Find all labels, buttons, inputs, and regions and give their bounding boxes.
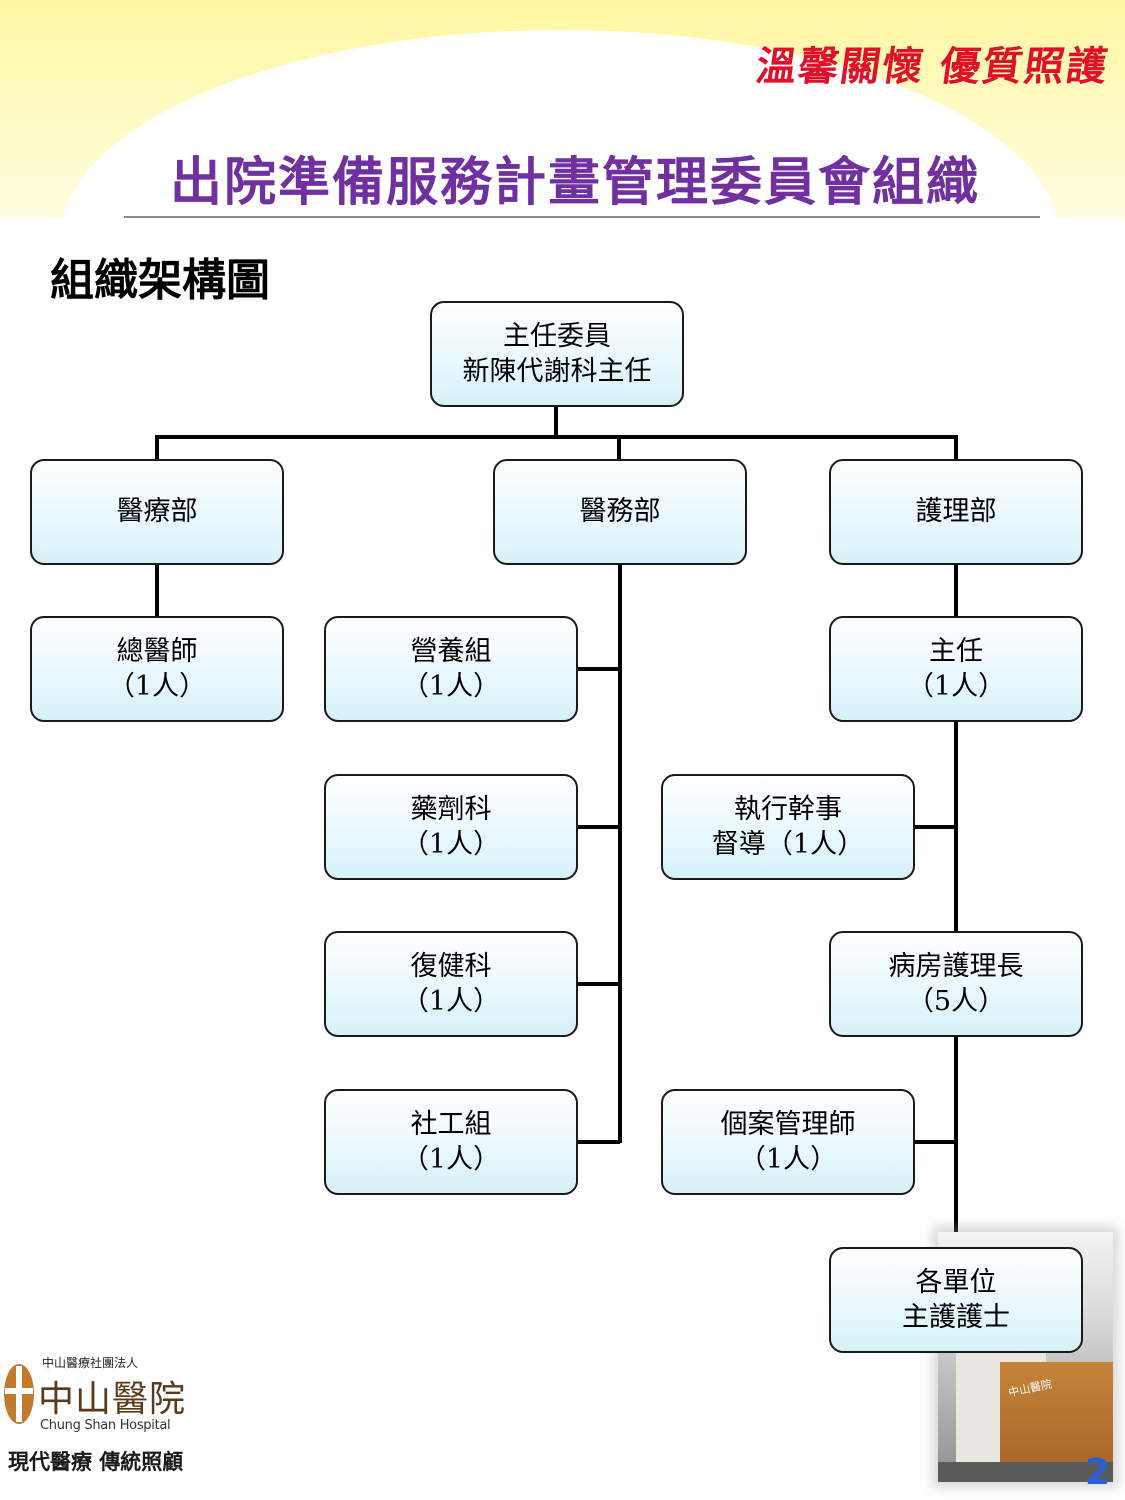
- node-chair-title: 主任委員: [503, 320, 611, 352]
- node-medical-dept-label: 醫療部: [116, 496, 198, 528]
- logo-organization-text: 中山醫療社團法人: [42, 1356, 139, 1370]
- node-chair-subtitle: 新陳代謝科主任: [462, 356, 652, 387]
- node-chief-physician: 總醫師 （1人）: [30, 616, 284, 722]
- building-facade: [1000, 1362, 1113, 1472]
- node-chief-physician-count: （1人）: [107, 671, 207, 702]
- hospital-logo: 中山醫療社團法人 中山醫院 Chung Shan Hospital 現代醫療 傳…: [2, 1350, 185, 1480]
- node-nutrition: 營養組 （1人）: [324, 616, 578, 722]
- node-social-work-count: （1人）: [401, 1144, 501, 1175]
- node-head-nurse: 病房護理長 （5人）: [829, 931, 1083, 1037]
- node-head-nurse-count: （5人）: [906, 986, 1006, 1017]
- node-nursing-director-title: 主任: [929, 635, 983, 667]
- node-nursing-dept: 護理部: [829, 459, 1083, 565]
- title-divider: [124, 216, 1040, 218]
- node-case-manager: 個案管理師 （1人）: [661, 1089, 915, 1195]
- node-nutrition-title: 營養組: [410, 635, 492, 667]
- node-social-work-title: 社工組: [410, 1108, 492, 1140]
- node-nursing-director: 主任 （1人）: [829, 616, 1083, 722]
- node-nursing-director-count: （1人）: [906, 671, 1006, 702]
- node-executive: 執行幹事 督導（1人）: [661, 774, 915, 880]
- node-admin-dept-label: 醫務部: [579, 496, 661, 528]
- node-case-manager-title: 個案管理師: [720, 1108, 856, 1140]
- node-executive-title: 執行幹事: [734, 793, 842, 825]
- node-chair: 主任委員 新陳代謝科主任: [430, 301, 684, 407]
- node-admin-dept: 醫務部: [493, 459, 747, 565]
- node-medical-dept: 醫療部: [30, 459, 284, 565]
- hospital-emblem-icon: [4, 1364, 34, 1424]
- node-head-nurse-title: 病房護理長: [888, 950, 1024, 982]
- logo-english-name: Chung Shan Hospital: [40, 1418, 171, 1433]
- node-executive-count: 督導（1人）: [711, 829, 865, 860]
- node-nursing-dept-label: 護理部: [915, 496, 997, 528]
- building-ground: [938, 1462, 1113, 1482]
- slide-number: 2: [1085, 1452, 1111, 1493]
- node-unit-nurse: 各單位 主護護士: [829, 1247, 1083, 1353]
- node-pharmacy-count: （1人）: [401, 829, 501, 860]
- node-unit-nurse-title: 各單位: [915, 1266, 997, 1298]
- node-pharmacy-title: 藥劑科: [410, 793, 492, 825]
- node-case-manager-count: （1人）: [738, 1144, 838, 1175]
- page-title: 出院準備服務計畫管理委員會組織: [169, 153, 980, 213]
- node-rehab: 復健科 （1人）: [324, 931, 578, 1037]
- node-social-work: 社工組 （1人）: [324, 1089, 578, 1195]
- node-rehab-title: 復健科: [410, 950, 492, 982]
- node-rehab-count: （1人）: [401, 986, 501, 1017]
- logo-hospital-name: 中山醫院: [38, 1379, 187, 1420]
- node-unit-nurse-subtitle: 主護護士: [902, 1302, 1010, 1333]
- node-chief-physician-title: 總醫師: [116, 635, 198, 667]
- node-pharmacy: 藥劑科 （1人）: [324, 774, 578, 880]
- logo-motto: 現代醫療 傳統照顧: [8, 1449, 184, 1474]
- node-nutrition-count: （1人）: [401, 671, 501, 702]
- section-title: 組織架構圖: [50, 255, 270, 306]
